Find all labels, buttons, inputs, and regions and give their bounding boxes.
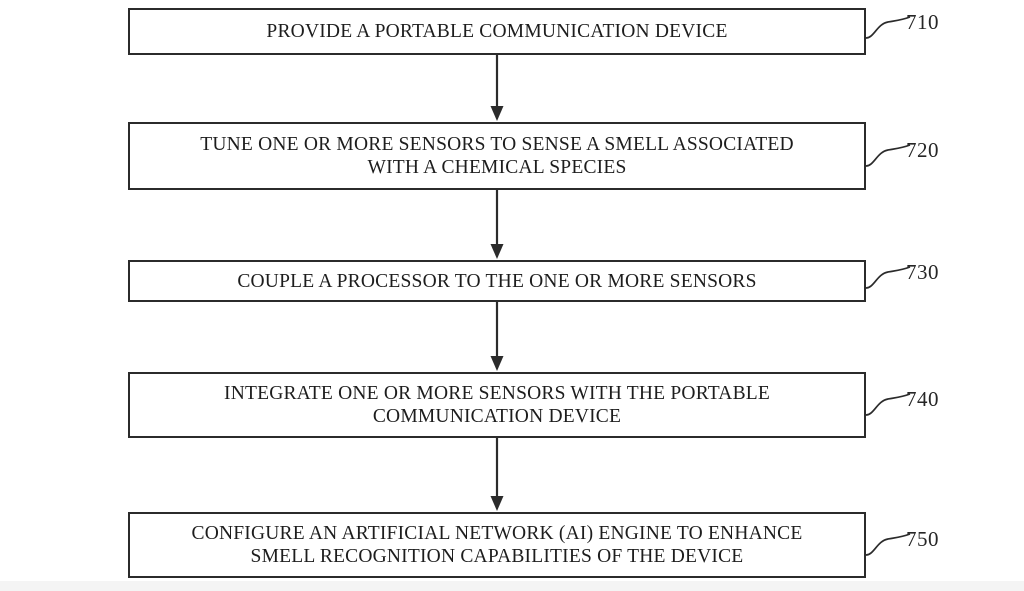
page-bottom-tint: [0, 581, 1024, 591]
flow-step-730-label: COUPLE A PROCESSOR TO THE ONE OR MORE SE…: [237, 270, 757, 292]
connector-730-740: [490, 302, 504, 371]
flow-step-720-label: TUNE ONE OR MORE SENSORS TO SENSE A SMEL…: [200, 134, 794, 178]
ref-number-740: 740: [906, 387, 939, 411]
ref-number-750: 750: [906, 527, 939, 551]
flow-step-740: INTEGRATE ONE OR MORE SENSORS WITH THE P…: [128, 372, 866, 438]
flow-step-750: CONFIGURE AN ARTIFICIAL NETWORK (AI) ENG…: [128, 512, 866, 578]
connector-720-730: [490, 190, 504, 259]
flow-step-750-label: CONFIGURE AN ARTIFICIAL NETWORK (AI) ENG…: [191, 523, 803, 567]
flow-step-710-label: PROVIDE A PORTABLE COMMUNICATION DEVICE: [266, 21, 728, 42]
ref-number-730: 730: [906, 260, 939, 284]
flow-step-720: TUNE ONE OR MORE SENSORS TO SENSE A SMEL…: [128, 122, 866, 190]
ref-number-710: 710: [906, 10, 939, 34]
flow-step-710: PROVIDE A PORTABLE COMMUNICATION DEVICE: [128, 8, 866, 55]
connector-710-720: [490, 55, 504, 121]
flow-step-730: COUPLE A PROCESSOR TO THE ONE OR MORE SE…: [128, 260, 866, 302]
ref-number-720: 720: [906, 138, 939, 162]
connector-740-750: [490, 438, 504, 511]
flow-step-740-label: INTEGRATE ONE OR MORE SENSORS WITH THE P…: [224, 383, 770, 427]
